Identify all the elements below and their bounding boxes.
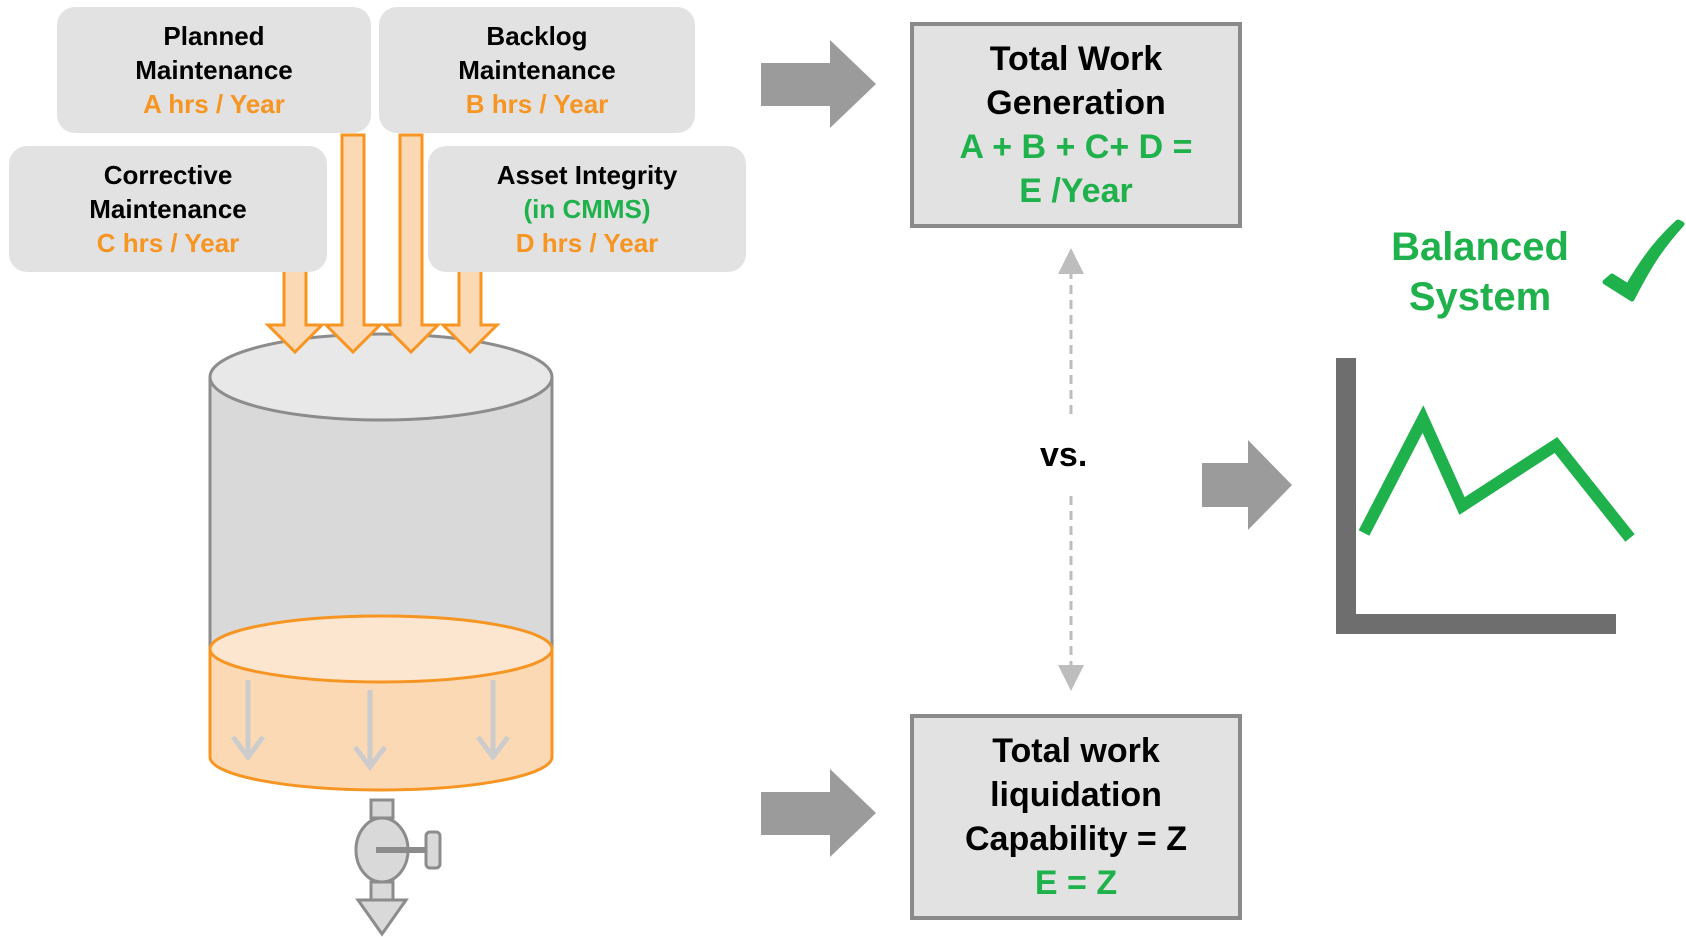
balanced-system-label: Balanced System xyxy=(1370,222,1590,322)
flow-arrows xyxy=(761,40,1292,857)
generation-formula: A + B + C+ D = xyxy=(959,128,1193,166)
input-box-planned: Planned Maintenance A hrs / Year xyxy=(57,7,371,133)
liquidation-title: Capability = Z xyxy=(965,820,1187,858)
input-title: Maintenance xyxy=(89,194,247,224)
input-title: Corrective xyxy=(103,160,233,190)
generation-title: Total Work xyxy=(989,40,1163,78)
input-title: Maintenance xyxy=(458,55,616,85)
input-rate: C hrs / Year xyxy=(96,228,240,258)
tank xyxy=(208,332,554,792)
drain-arrows xyxy=(231,680,510,772)
input-arrows xyxy=(264,133,501,355)
arrow-to-liquidation xyxy=(761,769,876,857)
input-rate: B hrs / Year xyxy=(465,89,609,119)
arrow-to-chart xyxy=(1202,440,1292,530)
comparison-connector xyxy=(1058,248,1084,691)
checkmark-icon xyxy=(1602,219,1685,302)
arrow-to-generation xyxy=(761,40,876,128)
liquidation-title: liquidation xyxy=(990,776,1162,814)
liquidation-title: Total work xyxy=(992,732,1160,770)
input-box-asset-integrity: Asset Integrity (in CMMS) D hrs / Year xyxy=(428,146,746,272)
input-rate: A hrs / Year xyxy=(143,89,285,119)
status-line: System xyxy=(1408,275,1552,319)
status-line: Balanced xyxy=(1391,225,1569,269)
total-work-generation-box: Total Work Generation A + B + C+ D = E /… xyxy=(910,22,1242,228)
drain-valve-icon xyxy=(354,798,442,937)
input-box-corrective: Corrective Maintenance C hrs / Year xyxy=(9,146,327,272)
generation-formula: E /Year xyxy=(1019,172,1133,210)
input-title: Maintenance xyxy=(135,55,293,85)
input-title: Asset Integrity xyxy=(496,160,678,190)
comparison-label: vs. xyxy=(1040,436,1088,474)
generation-title: Generation xyxy=(986,84,1166,122)
liquidation-formula: E = Z xyxy=(1034,864,1118,902)
liquid-surface xyxy=(208,614,554,684)
input-title: Planned xyxy=(163,21,265,51)
line-chart-icon xyxy=(1336,358,1635,634)
total-work-liquidation-box: Total work liquidation Capability = Z E … xyxy=(910,714,1242,920)
input-rate: D hrs / Year xyxy=(515,228,659,258)
input-title: Backlog xyxy=(486,21,588,51)
input-box-backlog: Backlog Maintenance B hrs / Year xyxy=(379,7,695,133)
input-subtitle: (in CMMS) xyxy=(523,194,651,224)
tank-top xyxy=(208,332,554,422)
